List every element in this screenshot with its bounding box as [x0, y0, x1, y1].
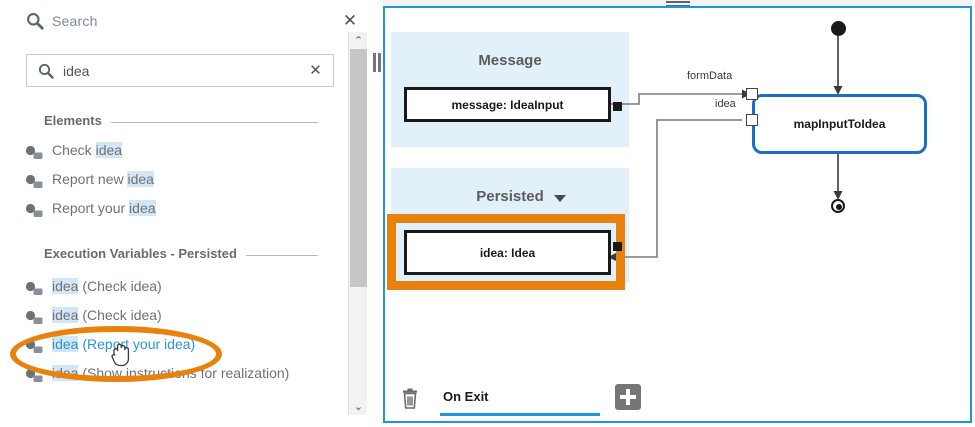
diagram-canvas[interactable]: Message Persisted message: IdeaInput: [383, 6, 972, 423]
final-node[interactable]: [831, 199, 845, 213]
search-icon: [26, 12, 44, 30]
tab-on-exit-label: On Exit: [443, 389, 489, 404]
list-item[interactable]: idea (Check idea): [0, 277, 340, 302]
object-node-message[interactable]: message: IdeaInput: [404, 87, 622, 122]
section-header-elements: Elements: [0, 113, 330, 133]
diagram-bottom-toolbar: On Exit: [385, 377, 970, 421]
list-item-label: Report your idea: [52, 200, 156, 216]
activity-node-label: mapInputToIdea: [793, 117, 886, 131]
search-panel-header: Search ✕: [0, 0, 372, 44]
object-node-label: idea: Idea: [479, 245, 536, 260]
list-item-label: idea (Check idea): [52, 307, 162, 323]
input-pin-formdata[interactable]: [746, 88, 758, 100]
list-item-label: idea (Show instructions for realization): [52, 365, 290, 381]
scroll-up-icon[interactable]: ⌃: [353, 34, 364, 47]
user-icon: [24, 203, 44, 219]
section-divider: [44, 122, 318, 123]
user-icon: [24, 145, 44, 161]
section-label: Elements: [44, 113, 111, 128]
list-item[interactable]: idea (Check idea): [0, 306, 340, 331]
user-icon: [24, 310, 44, 326]
output-port[interactable]: [613, 102, 622, 111]
list-item-label: Report new idea: [52, 171, 154, 187]
list-item-label: idea (Check idea): [52, 278, 162, 294]
close-icon[interactable]: ✕: [342, 11, 358, 31]
section-label: Execution Variables - Persisted: [44, 246, 246, 261]
search-icon: [38, 63, 54, 79]
scrollbar-thumb[interactable]: [350, 49, 367, 287]
clear-icon[interactable]: ✕: [309, 61, 322, 79]
scrollbar-vertical[interactable]: ⌃ ⌄: [348, 32, 367, 415]
list-item[interactable]: idea (Show instructions for realization): [0, 364, 340, 389]
activity-node-mapinputtoidea[interactable]: mapInputToIdea: [752, 94, 927, 154]
output-port[interactable]: [613, 242, 622, 251]
initial-node[interactable]: [831, 21, 846, 36]
section-header-execution-variables: Execution Variables - Persisted: [0, 246, 330, 266]
panel-resize-handle-vertical[interactable]: [373, 53, 382, 72]
object-node-idea[interactable]: idea: Idea: [404, 230, 622, 275]
list-item[interactable]: Report new idea: [0, 170, 340, 195]
list-item-selected[interactable]: idea (Report your idea): [0, 335, 340, 360]
selection-highlight: [387, 214, 625, 290]
input-pin-idea[interactable]: [746, 114, 758, 126]
search-input[interactable]: idea ✕: [26, 54, 334, 87]
lane-title: Message: [478, 52, 542, 69]
user-icon: [24, 339, 44, 355]
tab-on-exit[interactable]: On Exit: [440, 385, 600, 416]
search-panel: Search ✕ idea ✕ Elements: [0, 0, 372, 427]
object-node-label: message: IdeaInput: [451, 97, 564, 112]
page-title: Search: [52, 13, 98, 29]
list-item-label: idea (Report your idea): [52, 336, 196, 352]
trash-icon[interactable]: [400, 388, 420, 410]
user-icon: [24, 281, 44, 297]
scroll-down-icon[interactable]: ⌄: [353, 400, 364, 413]
list-item[interactable]: Check idea: [0, 141, 340, 166]
search-input-value: idea: [63, 63, 90, 79]
lane-title: Persisted: [476, 188, 544, 205]
chevron-down-icon[interactable]: [554, 195, 566, 202]
pin-label-idea: idea: [715, 98, 736, 110]
user-icon: [24, 174, 44, 190]
list-item[interactable]: Report your idea: [0, 199, 340, 224]
plus-icon: [626, 389, 630, 405]
add-button[interactable]: [615, 384, 641, 410]
pin-label-formdata: formData: [687, 70, 733, 82]
user-icon: [24, 368, 44, 384]
list-item-label: Check idea: [52, 142, 123, 158]
